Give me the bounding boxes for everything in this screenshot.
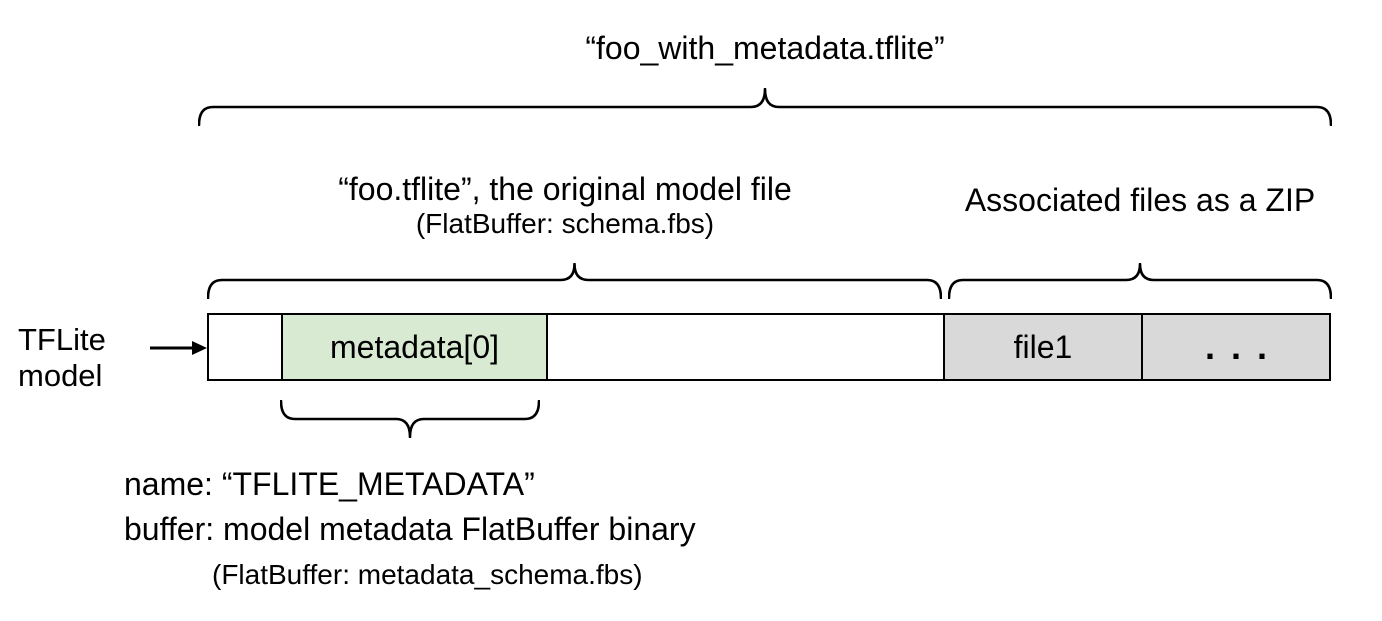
original-model-label: “foo.tflite”, the original model file (F… bbox=[235, 170, 895, 240]
tflite-model-label-line2: model bbox=[18, 358, 103, 393]
original-model-schema-label: (FlatBuffer: schema.fbs) bbox=[415, 208, 715, 239]
metadata-note: name: “TFLITE_METADATA” buffer: model me… bbox=[124, 462, 824, 597]
file-title: “foo_with_metadata.tflite” bbox=[585, 30, 945, 66]
segment-file1: file1 bbox=[943, 315, 1141, 379]
segment-more-files-label: ... bbox=[1204, 326, 1283, 367]
associated-files-label: Associated files as a ZIP bbox=[964, 182, 1316, 218]
tflite-file-bar: metadata[0] file1 ... bbox=[207, 313, 1331, 381]
tflite-model-label: TFLite model bbox=[18, 322, 148, 394]
segment-model-body bbox=[546, 315, 943, 379]
overbrace-associated-files-icon bbox=[948, 263, 1332, 299]
underbrace-metadata0-icon bbox=[280, 400, 540, 438]
segment-model-header bbox=[209, 315, 281, 379]
metadata-note-buffer-line: buffer: model metadata FlatBuffer binary bbox=[124, 511, 696, 547]
metadata-note-schema-line: (FlatBuffer: metadata_schema.fbs) bbox=[212, 559, 643, 590]
segment-file1-label: file1 bbox=[1013, 328, 1073, 365]
original-model-label-line1: “foo.tflite”, the original model file bbox=[338, 171, 792, 207]
metadata-note-name-line: name: “TFLITE_METADATA” bbox=[124, 466, 535, 502]
segment-metadata0: metadata[0] bbox=[281, 315, 546, 379]
overbrace-whole-file-icon bbox=[198, 88, 1332, 126]
segment-more-files: ... bbox=[1141, 315, 1329, 379]
segment-metadata0-label: metadata[0] bbox=[330, 328, 499, 365]
arrow-right-icon bbox=[150, 341, 207, 355]
tflite-model-label-line1: TFLite bbox=[18, 322, 106, 357]
overbrace-original-model-icon bbox=[207, 263, 942, 299]
